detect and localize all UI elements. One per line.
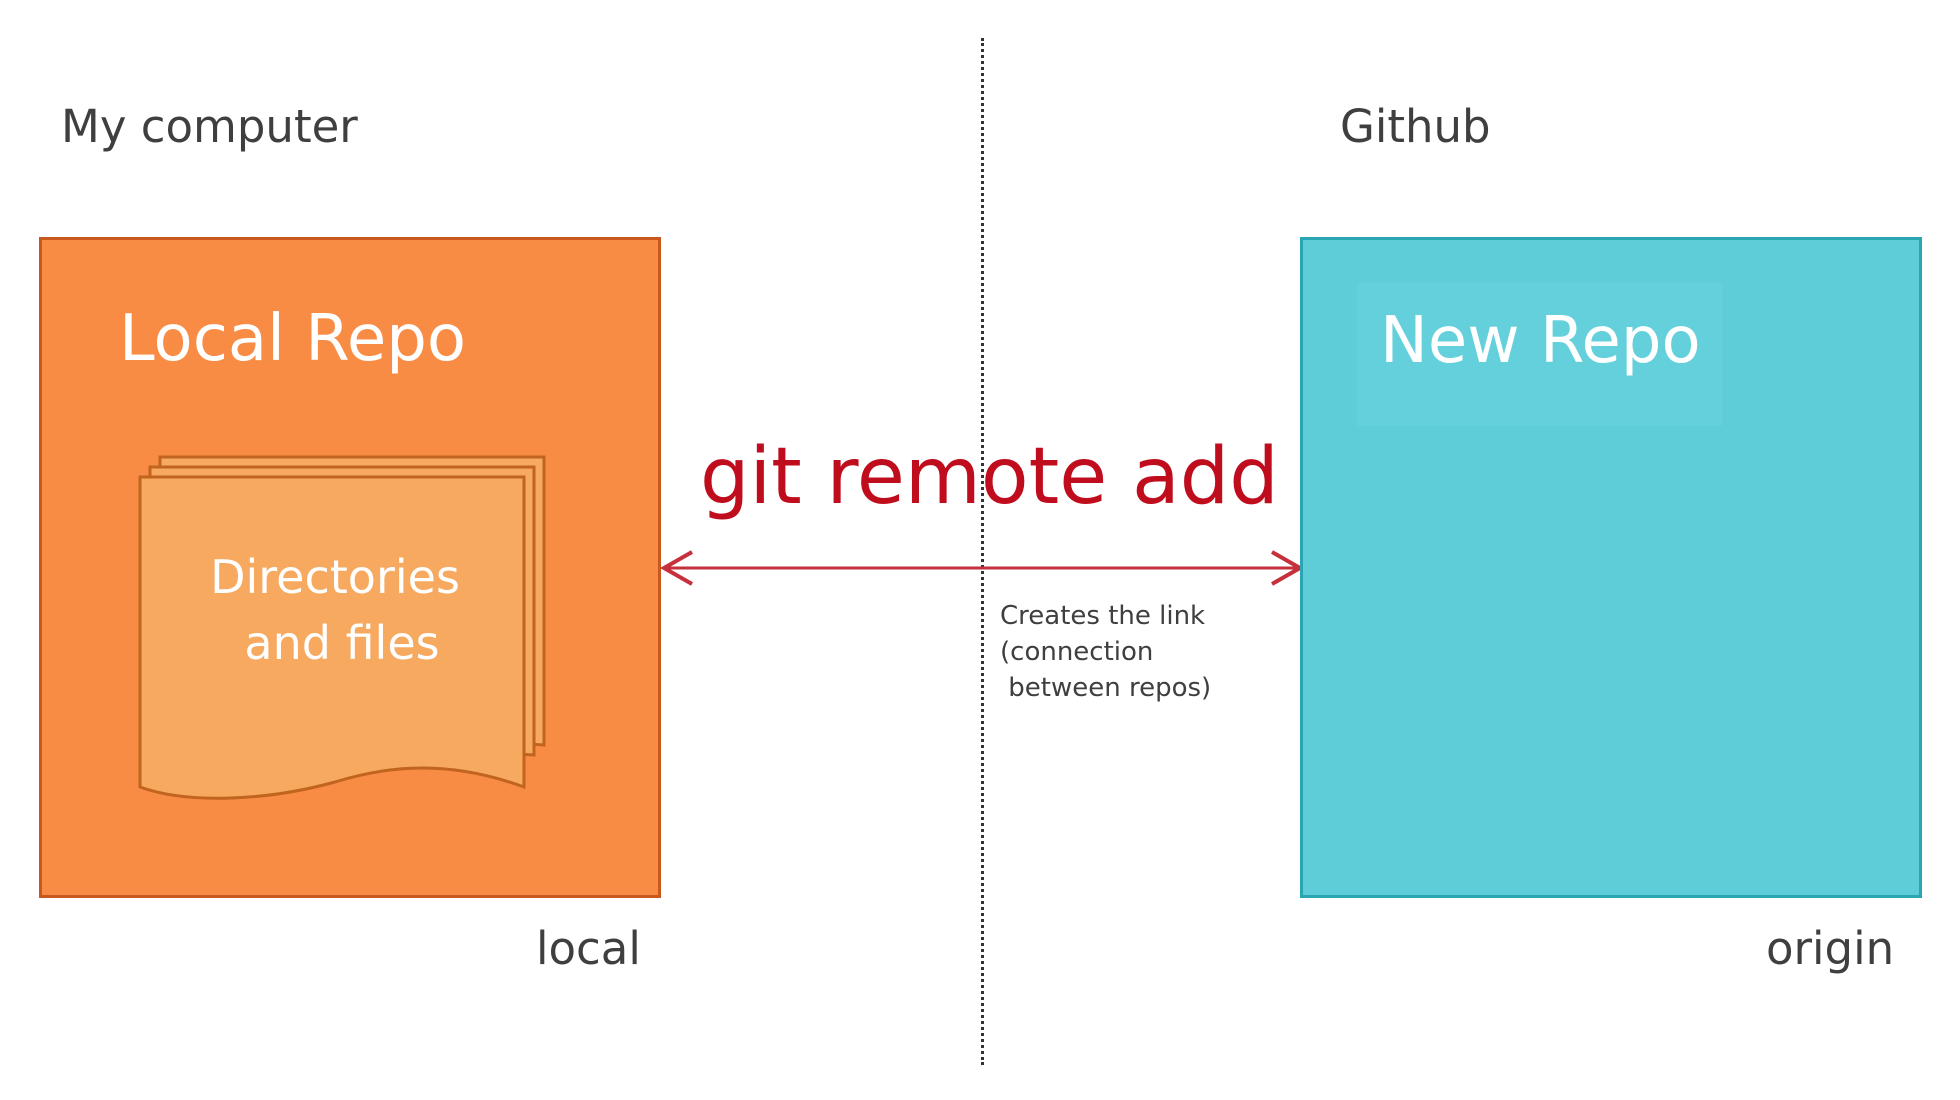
link-note-line-1: Creates the link xyxy=(1000,601,1206,631)
new-repo-title: New Repo xyxy=(1380,304,1701,378)
git-remote-add-command: git remote add xyxy=(700,432,1279,522)
local-repo-title: Local Repo xyxy=(119,302,466,376)
docs-label-line-2: and files xyxy=(244,616,440,670)
origin-footer-label: origin xyxy=(1766,922,1895,975)
link-note-line-3: between repos) xyxy=(1000,673,1212,703)
docs-label-line-1: Directories xyxy=(210,550,460,604)
section-divider xyxy=(981,38,984,1065)
my-computer-heading: My computer xyxy=(61,100,358,153)
new-repo-title-backdrop xyxy=(1357,283,1722,426)
link-arrow-left-head xyxy=(659,550,693,586)
document-front-sheet xyxy=(138,475,526,800)
link-note-line-2: (connection xyxy=(1000,637,1154,667)
local-footer-label: local xyxy=(536,922,641,975)
github-heading: Github xyxy=(1340,100,1491,153)
